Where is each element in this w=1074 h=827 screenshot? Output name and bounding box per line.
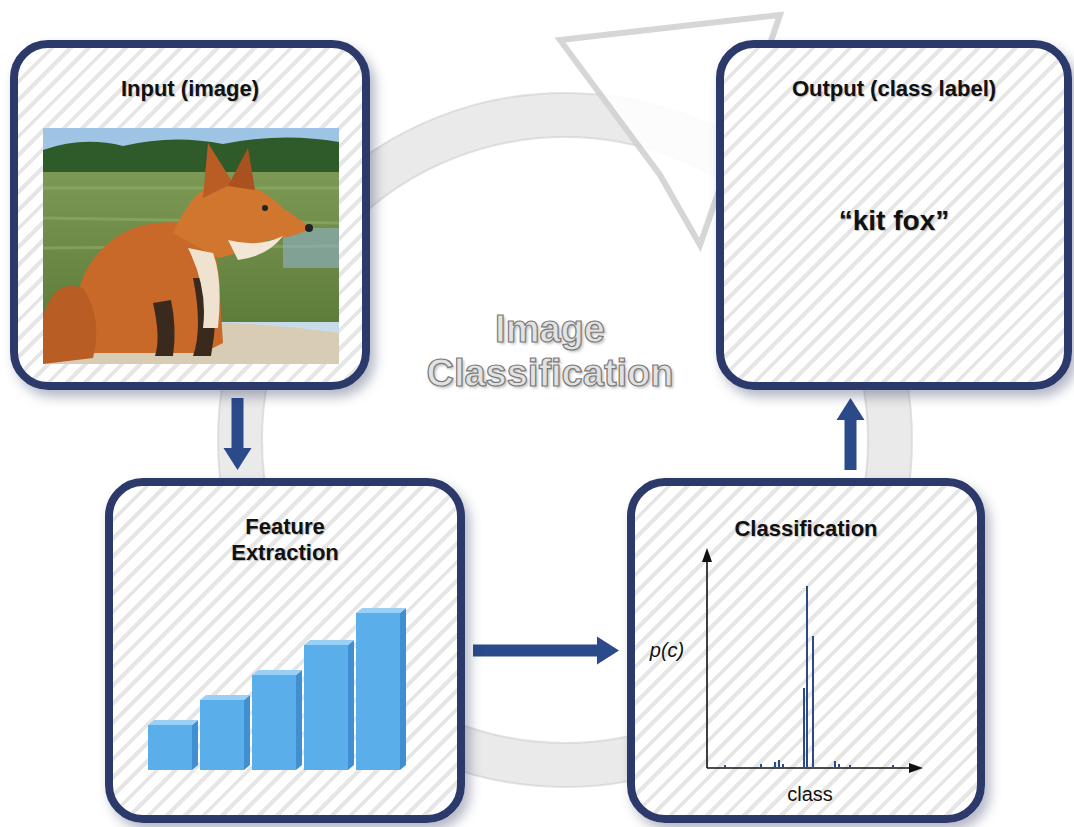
class-label: “kit fox” (724, 204, 1064, 238)
box-heading: Output (class label) (724, 76, 1064, 102)
axis-label: p(c) (639, 638, 695, 662)
flow-arrow (837, 398, 865, 470)
output-box: Output (class label) “kit fox” (716, 40, 1072, 390)
box-heading: Feature Extraction (210, 514, 360, 567)
classification-box: Classification p(c) class (627, 478, 985, 823)
axis-label: class (780, 782, 840, 806)
feature-box: Feature Extraction (105, 478, 465, 823)
flow-arrow (473, 637, 619, 665)
fox-photo (43, 128, 339, 364)
input-box: Input (image) (10, 40, 370, 390)
box-heading: Classification (635, 516, 977, 542)
box-heading: Input (image) (18, 76, 362, 102)
flow-arrow (224, 398, 252, 470)
diagram-title: Image Classification (395, 308, 705, 395)
